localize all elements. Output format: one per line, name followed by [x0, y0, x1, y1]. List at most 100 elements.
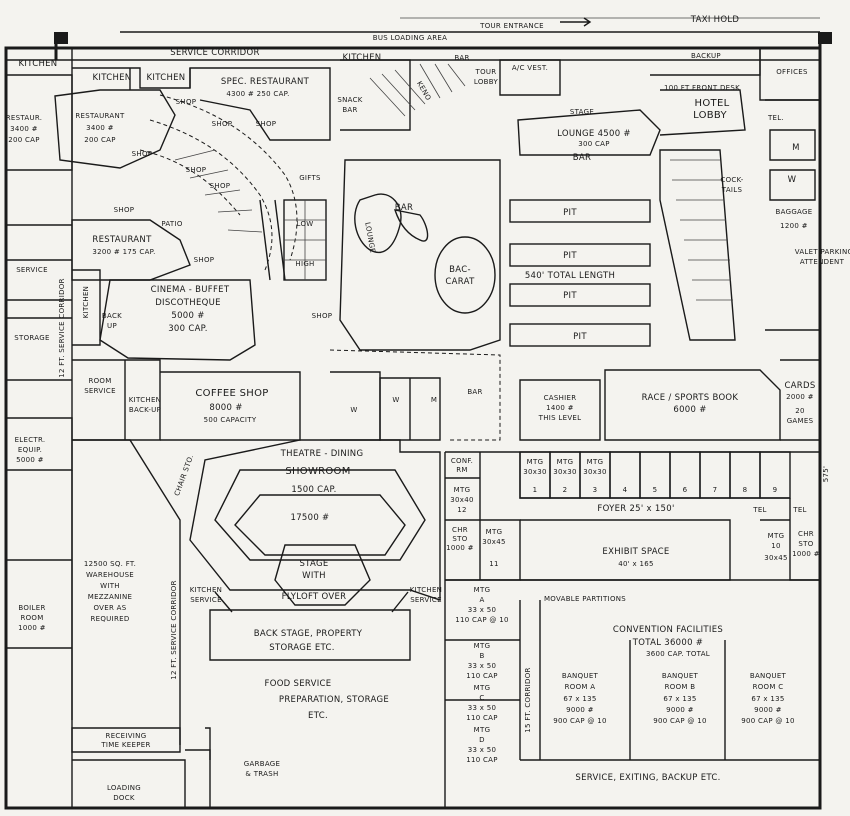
chair-sto-label: CHAIR STO. — [173, 454, 195, 497]
back-up-label-1: BACK — [102, 312, 122, 320]
svg-text:CASHIER: CASHIER — [544, 394, 577, 402]
cocktails-label-1: COCK- — [720, 176, 743, 184]
pit-table — [509, 243, 651, 267]
race-book-label-1: RACE / SPORTS BOOK — [642, 393, 739, 403]
shop-label: SHOP — [114, 206, 135, 214]
room-service-label-2: SERVICE — [84, 387, 116, 395]
svg-text:110 CAP: 110 CAP — [466, 714, 498, 722]
svg-text:A: A — [479, 596, 484, 604]
svg-text:110 CAP @ 10: 110 CAP @ 10 — [455, 616, 508, 624]
svg-text:30x40: 30x40 — [450, 496, 473, 504]
restaurant-3200-label: RESTAURANT 3200 # 175 CAP. — [92, 235, 155, 256]
svg-text:ETC.: ETC. — [308, 711, 328, 721]
meeting-room-number: 3 — [593, 486, 598, 494]
svg-text:COFFEE SHOP: COFFEE SHOP — [195, 388, 268, 399]
shop-label: SHOP — [210, 182, 231, 190]
meeting-room-number: 1 — [533, 486, 538, 494]
service-exiting-label: SERVICE, EXITING, BACKUP ETC. — [575, 773, 720, 783]
high-label: HIGH — [295, 260, 314, 268]
patio-label: PATIO — [161, 220, 183, 228]
valet-label-1: VALET PARKING — [795, 248, 850, 256]
spec-restaurant-label: SPEC. RESTAURANT 4300 # 250 CAP. — [221, 77, 309, 98]
svg-text:MTG: MTG — [454, 486, 471, 494]
loading-label-1: LOADING — [107, 784, 141, 792]
rest-w-label: W — [350, 406, 357, 414]
cards-label: CARDS 2000 # 20 GAMES — [784, 381, 815, 425]
pit-table — [509, 283, 651, 307]
shop-label: SHOP — [186, 166, 207, 174]
svg-text:3600 CAP. TOTAL: 3600 CAP. TOTAL — [646, 650, 710, 658]
mtg-30x40-label: MTG 30x40 12 — [450, 486, 473, 514]
svg-text:THIS LEVEL: THIS LEVEL — [538, 414, 582, 422]
svg-text:1000 #: 1000 # — [18, 624, 46, 632]
hotel-lobby-block — [650, 47, 821, 341]
mtg-a-label: MTG A 33 x 50 110 CAP @ 10 — [455, 586, 508, 624]
svg-text:MTG: MTG — [486, 528, 503, 536]
svg-text:OVER AS: OVER AS — [93, 604, 126, 612]
pit-table — [509, 323, 651, 347]
svg-text:BANQUET: BANQUET — [562, 672, 599, 680]
service-label: SERVICE — [16, 266, 48, 274]
movable-partitions-label: MOVABLE PARTITIONS — [544, 595, 626, 603]
svg-text:WITH: WITH — [100, 582, 120, 590]
chr-sto-r-label-1: CHR — [798, 530, 814, 538]
svg-text:FOOD SERVICE: FOOD SERVICE — [265, 679, 332, 689]
meeting-room-number: 4 — [623, 486, 628, 494]
svg-text:33 x 50: 33 x 50 — [468, 606, 497, 614]
room-service-label-1: ROOM — [88, 377, 111, 385]
svg-text:CONVENTION FACILITIES: CONVENTION FACILITIES — [613, 625, 723, 635]
cocktails-label-2: TAILS — [721, 186, 743, 194]
restaurants-block — [6, 67, 331, 471]
svg-text:30x45: 30x45 — [482, 538, 505, 546]
svg-text:ELECTR.: ELECTR. — [15, 436, 46, 444]
pit-label: PIT — [563, 251, 577, 261]
svg-text:200 CAP: 200 CAP — [8, 136, 40, 144]
lounge-bar-label: BAR — [395, 203, 413, 213]
kitchen-service-left-1: KITCHEN — [190, 586, 222, 594]
area-17500-label: 17500 # — [291, 513, 330, 523]
front-desk-label: 100 FT FRONT DESK — [664, 84, 740, 92]
svg-text:3400 #: 3400 # — [10, 125, 38, 133]
svg-text:8000 #: 8000 # — [209, 403, 242, 413]
svg-text:WITH: WITH — [302, 571, 326, 581]
showroom-block — [189, 439, 441, 661]
service-corridor-label: SERVICE CORRIDOR — [170, 48, 259, 58]
svg-text:C: C — [479, 694, 484, 702]
corridor-12-label-top: 12 FT. SERVICE CORRIDOR — [58, 278, 66, 378]
electr-label: ELECTR. EQUIP. 5000 # — [15, 436, 46, 464]
theatre-label: THEATRE - DINING — [280, 449, 364, 459]
stage-label: STAGE — [570, 108, 594, 116]
svg-text:CARDS: CARDS — [784, 381, 815, 391]
offices-label: OFFICES — [776, 68, 808, 76]
stage-fly-label: STAGE WITH FLYLOFT OVER — [282, 559, 346, 602]
gifts-label: GIFTS — [299, 174, 321, 182]
ac-vest-label: A/C VEST. — [512, 64, 548, 72]
kitchen-service-right-1: KITCHEN — [410, 586, 442, 594]
mtg-10-label-2: 10 — [771, 542, 781, 550]
coffee-shop-label: COFFEE SHOP 8000 # 500 CAPACITY — [195, 388, 268, 424]
top-strip: TAXI HOLD TOUR ENTRANCE BUS LOADING AREA… — [170, 15, 739, 58]
back-up-label-2: UP — [107, 322, 117, 330]
meeting-room-number: 9 — [773, 486, 778, 494]
svg-text:110 CAP: 110 CAP — [466, 672, 498, 680]
kitchen-label-1: KITCHEN — [19, 59, 58, 69]
svg-text:TOTAL 36000 #: TOTAL 36000 # — [632, 638, 703, 648]
banquet-c-label: BANQUET ROOM C 67 x 135 9000 # 900 CAP @… — [741, 672, 794, 725]
svg-text:300 CAP.: 300 CAP. — [168, 324, 208, 334]
receiving-label-1: RECEIVING — [106, 732, 147, 740]
svg-text:CINEMA - BUFFET: CINEMA - BUFFET — [151, 285, 230, 295]
back-stage-label-1: BACK STAGE, PROPERTY — [254, 629, 363, 639]
meeting-room-number: 5 — [653, 486, 658, 494]
svg-text:BOILER: BOILER — [18, 604, 45, 612]
svg-text:110 CAP: 110 CAP — [466, 756, 498, 764]
restaurant-w-label: RESTAUR. 3400 # 200 CAP — [6, 114, 42, 144]
back-stage-label-2: STORAGE ETC. — [269, 643, 334, 653]
svg-text:5000 #: 5000 # — [16, 456, 44, 464]
kitchen-backup-label-2: BACK-UP — [129, 406, 161, 414]
bus-loading-label: BUS LOADING AREA — [373, 34, 447, 42]
convention-label: CONVENTION FACILITIES TOTAL 36000 # 3600… — [613, 625, 723, 658]
casino-block — [329, 59, 661, 441]
svg-text:5000 #: 5000 # — [171, 311, 204, 321]
